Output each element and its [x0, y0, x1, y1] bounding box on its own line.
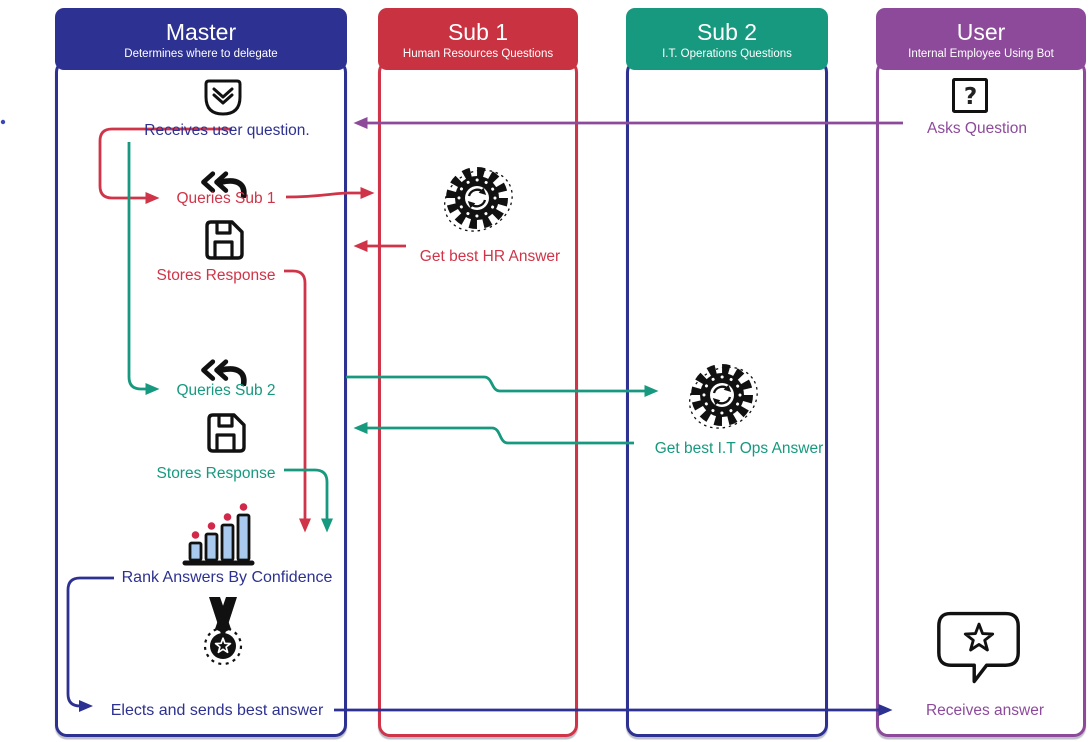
- step-get-hr-answer: Get best HR Answer: [419, 248, 561, 265]
- arrow-receives-to-queries-sub1: [98, 127, 232, 204]
- lane-master: Master Determines where to delegate: [55, 8, 347, 737]
- lane-master-header: Master Determines where to delegate: [55, 8, 347, 70]
- arrow-rank-to-elects: [66, 576, 114, 712]
- arrow-receives-to-queries-sub2: [127, 142, 160, 395]
- svg-text:?: ?: [964, 84, 977, 110]
- reply-icon: [201, 359, 247, 386]
- lane-sub2-header: Sub 2 I.T. Operations Questions: [626, 8, 828, 70]
- lane-user: User Internal Employee Using Bot: [876, 8, 1086, 737]
- lane-sub2-subtitle: I.T. Operations Questions: [662, 47, 792, 60]
- lane-user-body: [876, 60, 1086, 737]
- star-chat-icon: [937, 611, 1020, 684]
- lane-sub2-title: Sub 2: [696, 18, 758, 45]
- arrow-itops-answer-to-master: [353, 422, 634, 445]
- medal-icon: [203, 597, 243, 666]
- bar-chart-icon: [182, 503, 255, 566]
- lane-user-subtitle: Internal Employee Using Bot: [908, 47, 1054, 60]
- arrow-stores2-to-rank: [284, 468, 333, 533]
- step-queries-sub2: Queries Sub 2: [176, 382, 276, 399]
- lane-master-title: Master: [165, 18, 237, 45]
- lane-master-body: [55, 60, 347, 737]
- step-stores-response-2: Stores Response: [156, 465, 276, 482]
- lane-master-subtitle: Determines where to delegate: [124, 47, 278, 60]
- step-elects-best: Elects and sends best answer: [110, 702, 324, 719]
- reply-icon: [201, 171, 247, 198]
- arrow-stores1-to-rank: [284, 269, 311, 533]
- step-rank-answers: Rank Answers By Confidence: [121, 569, 333, 586]
- step-receives-answer: Receives answer: [925, 702, 1045, 719]
- step-queries-sub1: Queries Sub 1: [176, 190, 276, 207]
- gear-sync-icon: [688, 364, 758, 429]
- step-stores-response-1: Stores Response: [156, 267, 276, 284]
- arrow-queries-sub1-to-sub1: [285, 187, 375, 199]
- lane-sub1-header: Sub 1 Human Resources Questions: [378, 8, 578, 70]
- lane-sub1-title: Sub 1: [447, 18, 509, 45]
- stray-dot: [0, 119, 6, 125]
- save-icon: [207, 413, 246, 453]
- question-icon: ?: [952, 78, 988, 113]
- lane-sub2: Sub 2 I.T. Operations Questions: [626, 8, 828, 737]
- lane-sub1-subtitle: Human Resources Questions: [402, 47, 554, 60]
- lane-user-header: User Internal Employee Using Bot: [876, 8, 1086, 70]
- step-asks-question: Asks Question: [927, 120, 1027, 137]
- arrow-queries-sub2-to-sub2: [346, 375, 659, 397]
- step-get-itops-answer: Get best I.T Ops Answer: [654, 440, 824, 457]
- save-icon: [205, 220, 244, 260]
- step-receives-question: Receives user question.: [144, 122, 310, 139]
- gear-sync-icon: [443, 167, 513, 232]
- receive-icon: [204, 79, 242, 116]
- lane-user-title: User: [956, 18, 1006, 45]
